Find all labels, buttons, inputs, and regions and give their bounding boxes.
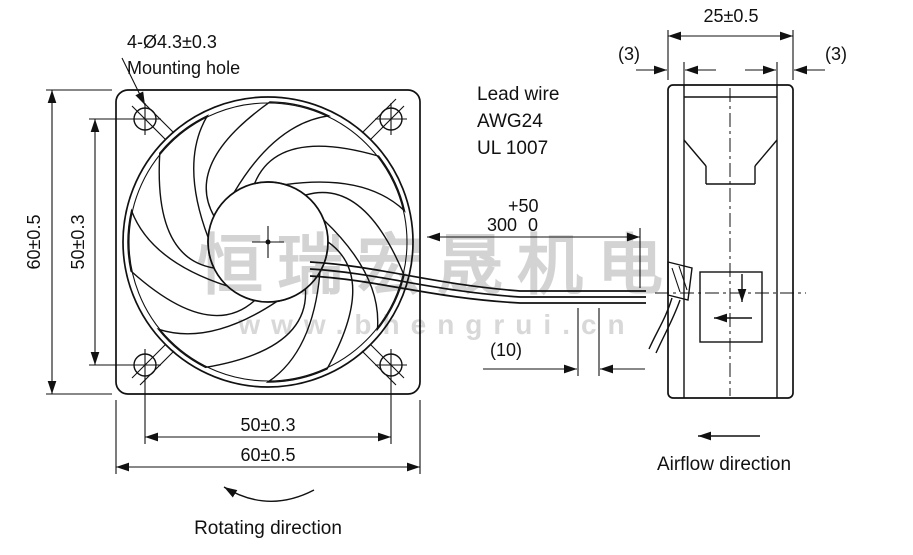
mounting-hole-callout: 4-Ø4.3±0.3 Mounting hole: [121, 32, 240, 106]
mounting-hole-label-text: Mounting hole: [127, 58, 240, 78]
watermark-url-text: www.bhengrui.cn: [237, 309, 635, 340]
flange-left-text: (3): [618, 44, 640, 64]
side-motor-block: [699, 271, 763, 343]
rotating-direction-arrow: [223, 486, 315, 502]
mounting-hole-leader-line: [121, 57, 146, 106]
dimension-width-inner: 50±0.3: [144, 378, 392, 444]
dimension-height-inner-text: 50±0.3: [68, 215, 88, 270]
dimension-depth-text: 25±0.5: [704, 6, 759, 26]
lead-wire-note-line2: AWG24: [477, 111, 543, 132]
dimension-height-outer-text: 60±0.5: [24, 215, 44, 270]
airflow-direction: Airflow direction: [657, 431, 791, 475]
wire-1: [309, 261, 646, 292]
venturi-ring-outer: [122, 96, 414, 388]
wire-length-tol-upper: +50: [508, 196, 539, 216]
wire-length-value: 300: [487, 215, 517, 235]
side-view-outline: [667, 84, 794, 399]
rotating-direction: Rotating direction: [194, 486, 342, 539]
fan-side-view: 25±0.5 (3) (3) Airflow direction: [618, 6, 847, 475]
wire-2: [309, 268, 646, 298]
lead-wires: Lead wire AWG24 UL 1007 300 +50 0 (10): [309, 84, 646, 376]
dimension-wire-length: 300 +50 0: [427, 196, 641, 288]
strip-length-text: (10): [490, 340, 522, 360]
dimension-width-inner-text: 50±0.3: [241, 415, 296, 435]
mounting-hole-callout-text: 4-Ø4.3±0.3: [127, 32, 217, 52]
fan-front-view: 4-Ø4.3±0.3 Mounting hole 60±0.5 50±0.3 5…: [24, 32, 431, 539]
dimension-flange-left: (3): [618, 44, 716, 88]
wire-length-tol-lower: 0: [528, 215, 538, 235]
dimension-width-outer-text: 60±0.5: [241, 445, 296, 465]
airflow-direction-label: Airflow direction: [657, 454, 791, 475]
lead-wire-note: Lead wire AWG24 UL 1007: [477, 84, 559, 159]
mounting-hole-top-left: [129, 103, 161, 135]
fan-frame-outline: [115, 89, 421, 395]
lead-wire-note-line1: Lead wire: [477, 84, 559, 105]
dimension-height-outer: 60±0.5: [24, 89, 112, 395]
flange-right-text: (3): [825, 44, 847, 64]
side-wire-exit: [648, 261, 693, 354]
wire-3: [309, 275, 646, 304]
dimension-flange-right: (3): [745, 44, 847, 88]
dimension-width-outer: 60±0.5: [115, 400, 421, 474]
mounting-holes: [129, 103, 407, 381]
mounting-hole-bottom-right: [375, 349, 407, 381]
dimension-depth: 25±0.5: [667, 6, 794, 80]
lead-wire-note-line3: UL 1007: [477, 138, 548, 159]
dimension-strip-length: (10): [483, 308, 645, 376]
mounting-hole-bottom-left: [129, 349, 161, 381]
dimension-height-inner: 50±0.3: [68, 118, 132, 366]
watermark: 恒瑞宏晟机电 www.bhengrui.cn: [197, 228, 663, 340]
mounting-hole-top-right: [375, 103, 407, 135]
rotating-direction-label: Rotating direction: [194, 518, 342, 539]
